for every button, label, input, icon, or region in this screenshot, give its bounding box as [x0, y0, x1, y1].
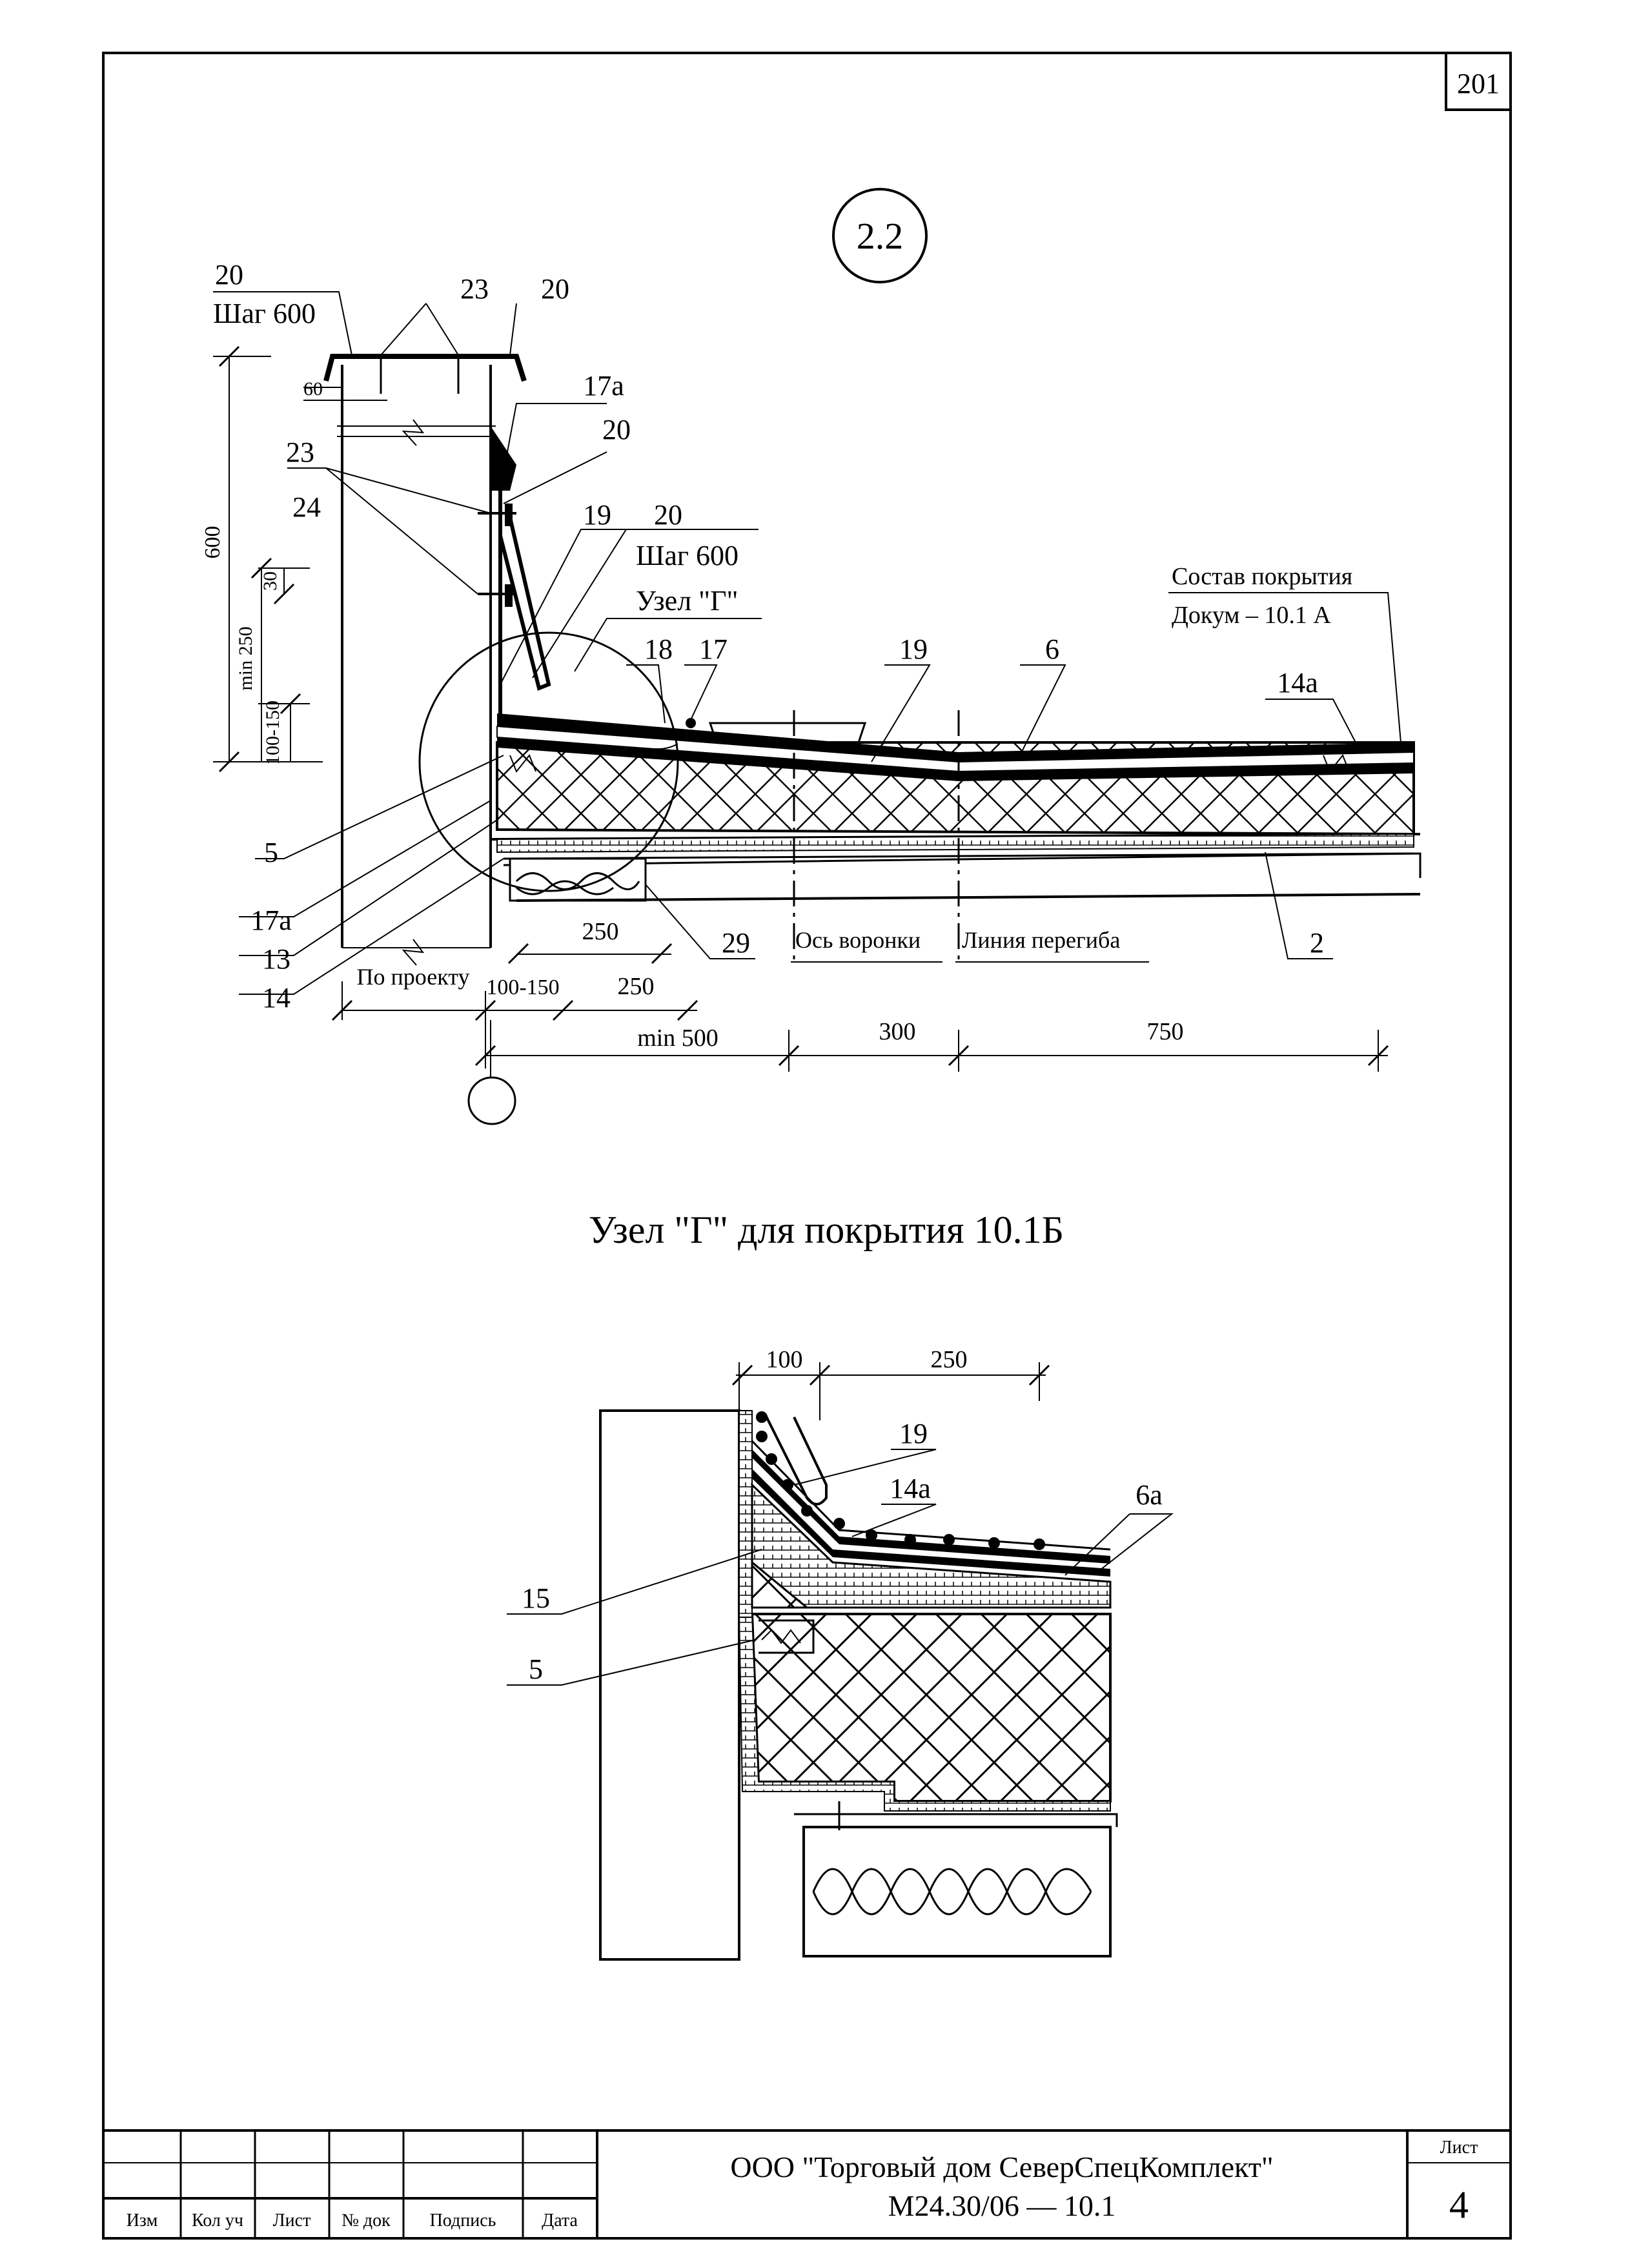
callout-17a-bottom: 17а [250, 904, 292, 936]
sheet-frame [102, 52, 1512, 2240]
callout-18: 18 [644, 633, 673, 665]
dim-100-150-horizontal: 100-150 [486, 976, 559, 999]
callout-14: 14 [262, 982, 290, 1014]
bottom-callout-6a: 6а [1136, 1479, 1163, 1511]
thermal-insulation [750, 1613, 1112, 1803]
document-code: М24.30/06 — 10.1 [888, 2189, 1116, 2222]
callout-20-step: 20 [654, 499, 682, 531]
callout-step-600-b: Шаг 600 [636, 540, 738, 571]
roof-layers [490, 713, 1421, 902]
callout-19-wall: 19 [583, 499, 611, 531]
node-g-circle [418, 631, 679, 892]
corner-sheet-number: 201 [1457, 68, 1500, 99]
title-header-quantity: Кол уч [192, 2211, 243, 2231]
horizontal-dimensions [331, 943, 1389, 1072]
dim-600: 600 [201, 526, 225, 559]
callout-20-right: 20 [541, 273, 569, 305]
callout-23-wall: 23 [286, 436, 314, 468]
callout-19-roof: 19 [899, 633, 928, 665]
callout-5: 5 [264, 837, 278, 868]
callout-24: 24 [292, 491, 321, 523]
callout-17a-top: 17а [583, 370, 624, 402]
bottom-callout-5: 5 [529, 1653, 543, 1685]
callout-composition-line-1: Состав покрытия [1172, 563, 1352, 590]
callout-step-600-a: Шаг 600 [213, 298, 316, 329]
dim-250-b: 250 [618, 973, 655, 1000]
dim-30: 30 [260, 571, 281, 591]
callout-13: 13 [262, 943, 290, 975]
vertical-dimensions [213, 345, 387, 773]
top-detail: 600 60 30 min 250 100-150 250 По п [201, 259, 1421, 1125]
callout-node-g: Узел "Г" [636, 585, 738, 617]
dim-750: 750 [1147, 1018, 1184, 1045]
callout-composition-line-2: Докум – 10.1 А [1172, 602, 1331, 629]
bottom-callout-14a: 14а [890, 1473, 931, 1504]
label-bend-line: Линия перегиба [962, 927, 1120, 953]
dim-300: 300 [879, 1018, 916, 1045]
organization-name: ООО "Торговый дом СеверСпецКомплект" [730, 2151, 1273, 2183]
sheet-label: Лист [1440, 2138, 1478, 2158]
sheet-number: 4 [1449, 2183, 1469, 2226]
dim-min-250: min 250 [235, 626, 256, 690]
leader-lines [213, 291, 1401, 995]
axis-marker-circle [467, 1076, 516, 1125]
detail-id: 2.2 [857, 215, 904, 257]
callout-20-coping: 20 [215, 259, 243, 291]
detail-id-circle [832, 188, 928, 283]
mastic-dots [756, 1411, 1045, 1550]
dim-min-500: min 500 [637, 1025, 718, 1052]
title-header-change: Изм [127, 2211, 158, 2231]
title-block [103, 2129, 1511, 2238]
callout-20-flashing: 20 [602, 414, 631, 445]
callout-6: 6 [1045, 633, 1059, 665]
wall-section [599, 1409, 740, 1961]
title-header-date: Дата [542, 2211, 578, 2231]
bottom-detail [507, 1362, 1174, 1961]
callout-14a: 14а [1277, 667, 1318, 699]
label-per-project: По проекту [357, 964, 470, 990]
dim-60: 60 [303, 378, 323, 400]
callout-17: 17 [699, 633, 728, 665]
dim-250-a: 250 [582, 918, 619, 945]
bottom-callout-15: 15 [522, 1582, 550, 1614]
callout-2: 2 [1310, 927, 1324, 959]
view-title: Узел "Г" для покрытия 10.1Б [589, 1209, 1064, 1251]
callout-23-top: 23 [460, 273, 489, 305]
bottom-callout-19: 19 [899, 1418, 928, 1449]
bottom-dim-250: 250 [931, 1346, 968, 1373]
title-header-sheet: Лист [273, 2211, 311, 2231]
wall-flashing [478, 426, 551, 723]
dim-100-150-vertical: 100-150 [262, 700, 283, 765]
title-header-doc-number: № док [341, 2211, 391, 2231]
label-funnel-axis: Ось воронки [795, 927, 921, 953]
callout-29: 29 [722, 927, 750, 959]
bottom-dim-100: 100 [766, 1346, 803, 1373]
title-header-signature: Подпись [430, 2211, 496, 2231]
